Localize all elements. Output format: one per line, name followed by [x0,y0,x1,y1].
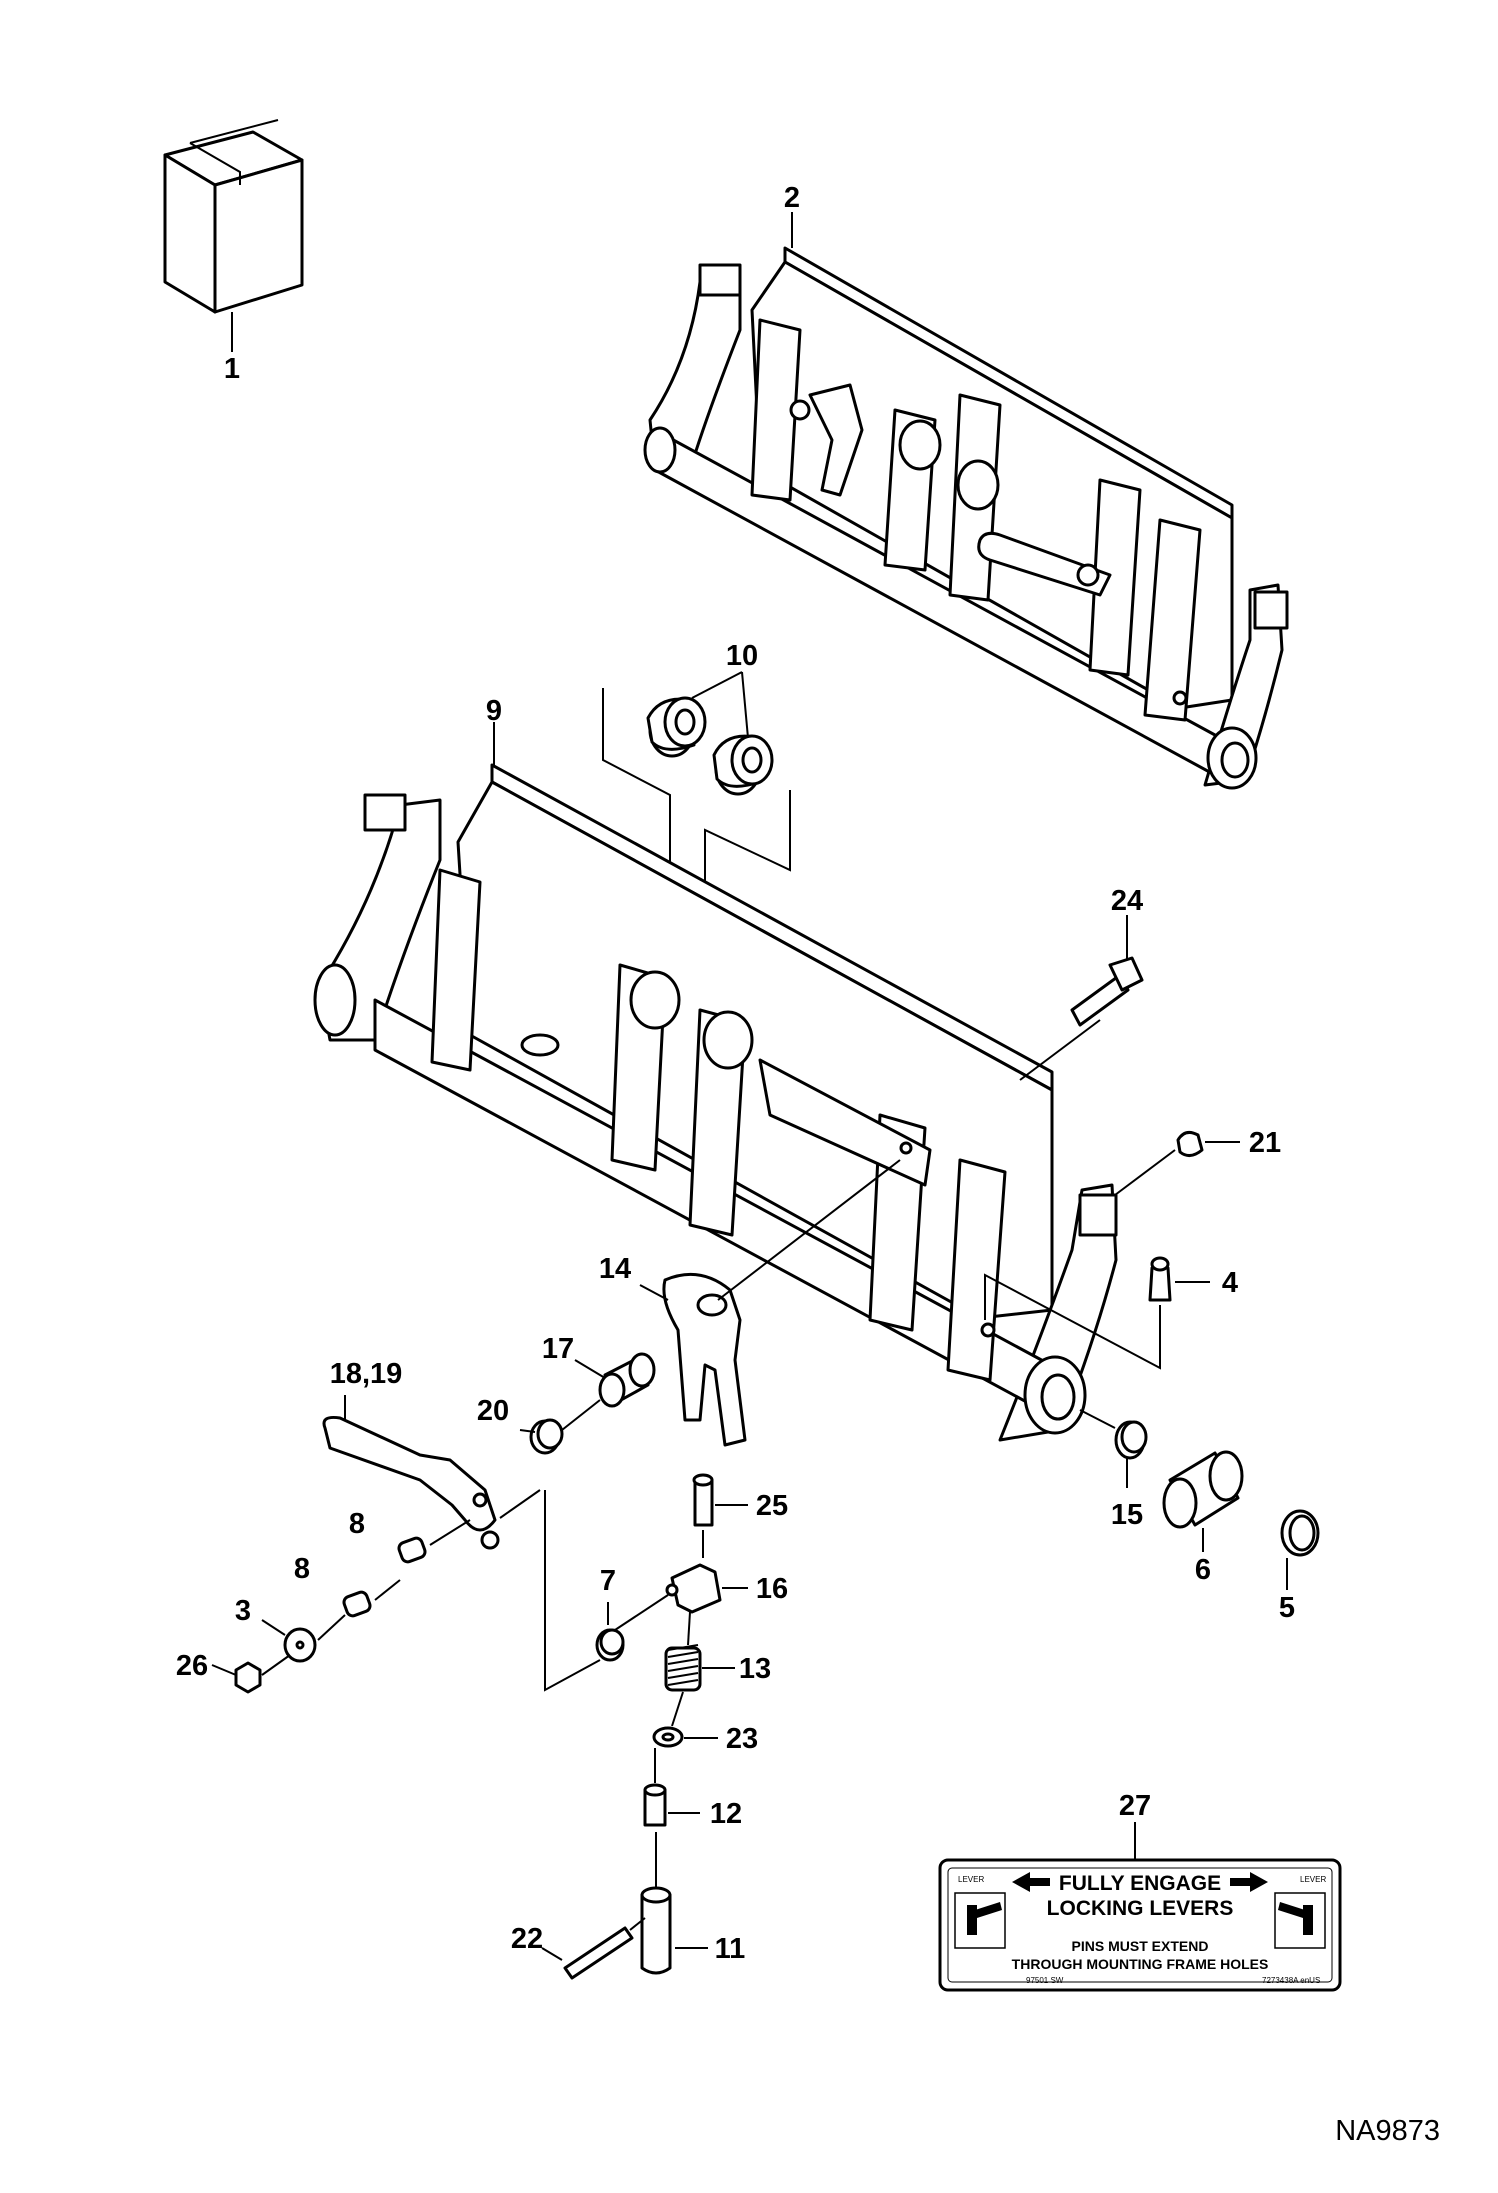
pin-coupler [643,1783,667,1827]
callout-27: 27 [1119,1790,1151,1822]
callout-25: 25 [756,1490,788,1522]
grease-fitting [1148,1256,1172,1302]
callout-15: 15 [1111,1499,1143,1531]
latch-plate [662,1272,747,1447]
callout-2: 2 [784,182,800,214]
bushings [646,696,774,796]
callout-5: 5 [1279,1592,1295,1624]
callout-11: 11 [715,1933,746,1965]
bolt [1070,956,1144,1027]
kit-box [163,119,304,314]
flat-washer [652,1726,684,1748]
bushing-15 [1114,1420,1148,1460]
spacers [342,1536,427,1618]
bushing-7 [595,1628,625,1662]
locking-lever [322,1416,500,1550]
callout-18-19: 18,19 [330,1358,403,1390]
pin-bolt [692,1473,714,1527]
decal-line-3: PINS MUST EXTEND [1072,1938,1209,1954]
callout-8b: 8 [294,1553,310,1585]
left-lever-pictogram [954,1892,1006,1949]
left-arrow-icon [1012,1872,1050,1892]
figure-code: NA9873 [1335,2115,1440,2147]
callout-23: 23 [726,1723,758,1755]
retaining-ring [1280,1509,1320,1557]
decal-line-4: THROUGH MOUNTING FRAME HOLES [1012,1956,1269,1972]
callout-9: 9 [486,695,502,727]
locking-pin [640,1886,672,1975]
callout-10: 10 [726,640,758,672]
callout-20: 20 [477,1395,509,1427]
decal-footer-right: 7273438A enUS [1262,1976,1320,1985]
callout-12: 12 [710,1798,742,1830]
decal-left-tag: LEVER [958,1875,984,1884]
decal-right-tag: LEVER [1300,1875,1326,1884]
callout-14: 14 [599,1253,631,1285]
callout-17: 17 [542,1333,574,1365]
decal-line-1: FULLY ENGAGE [1059,1872,1221,1895]
washer [283,1627,317,1663]
grease-fitting-elbow [1176,1130,1204,1157]
callout-8a: 8 [349,1508,365,1540]
callout-24: 24 [1111,885,1143,917]
callout-1: 1 [224,353,240,385]
callout-22: 22 [511,1923,543,1955]
decal-footer-left: 97501 SW [1026,1976,1064,1985]
bushing-20 [529,1418,564,1455]
callout-7: 7 [600,1565,616,1597]
warning-decal: LEVER LEVER FULLY ENGAGE LOCKING LEVERS … [938,1822,1342,1992]
callout-21: 21 [1249,1127,1281,1159]
callout-3: 3 [235,1595,251,1627]
right-lever-pictogram [1274,1892,1326,1949]
mounting-frame-main [313,763,1118,1442]
spring [664,1644,702,1692]
nut [234,1661,262,1694]
sleeve [1162,1450,1244,1529]
callout-16: 16 [756,1573,788,1605]
decal-line-2: LOCKING LEVERS [1047,1897,1234,1920]
latch-body [665,1563,722,1614]
right-arrow-icon [1230,1872,1268,1892]
roll-pin [563,1926,634,1980]
mounting-frame-assembly-upper [643,246,1289,790]
callout-26: 26 [176,1650,208,1682]
callout-6: 6 [1195,1554,1211,1586]
bushing-17 [598,1352,656,1408]
callout-4: 4 [1222,1267,1238,1299]
callout-13: 13 [739,1653,771,1685]
